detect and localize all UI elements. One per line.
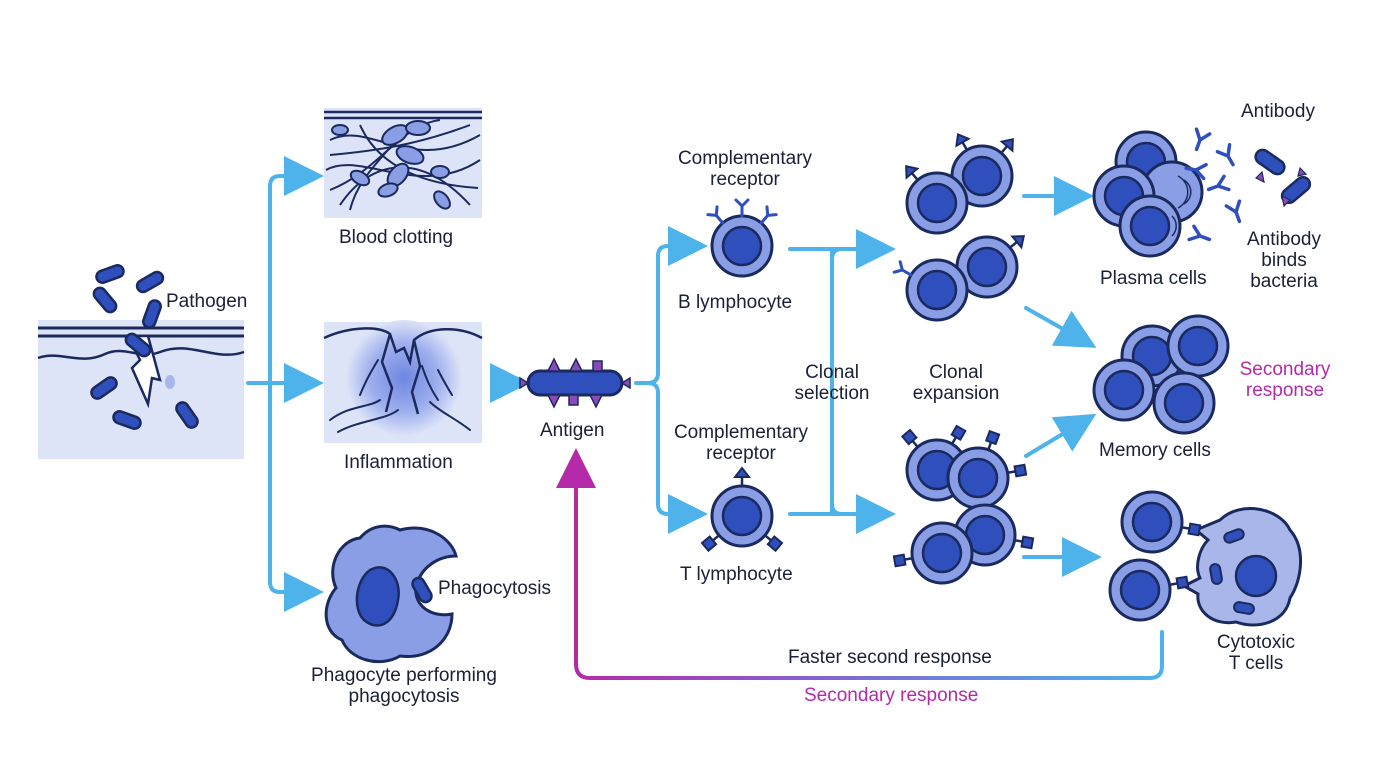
- antibody-label: Antibody: [1241, 101, 1315, 122]
- faster-second-response-label: Faster second response: [788, 647, 992, 668]
- complementary-b-line2: receptor: [710, 169, 780, 190]
- complementary-t-line2: receptor: [706, 443, 776, 464]
- phagocyte-caption-line2: phagocytosis: [348, 686, 460, 707]
- phagocytosis-label: Phagocytosis: [438, 578, 552, 599]
- clonal-selection-label: Clonal selection: [786, 362, 878, 404]
- pathogen-bacteria: [90, 264, 199, 430]
- cytotoxic-t-cells-label: Cytotoxic T cells: [1204, 632, 1308, 674]
- t-lymphocyte-cell: [700, 466, 784, 552]
- cytotoxic-t-cells: [1108, 490, 1202, 622]
- inflammation-panel: [323, 320, 483, 443]
- secondary-response-loop: [556, 448, 1164, 680]
- clonal-selection-line2: selection: [794, 383, 870, 404]
- antibody-binds-line1: Antibody: [1247, 229, 1321, 250]
- secondary-response-side-line2: response: [1245, 380, 1325, 401]
- complementary-b-line1: Complementary: [677, 148, 813, 169]
- antibody-binds-bacteria-label: Antibody binds bacteria: [1236, 229, 1332, 292]
- phagocyte-caption: Phagocyte performing phagocytosis: [296, 665, 512, 707]
- blood-clotting-label: Blood clotting: [339, 227, 454, 248]
- branch-arrows-wound: [246, 156, 324, 612]
- secondary-response-side-line1: Secondary: [1239, 359, 1331, 380]
- memory-cells: [1092, 314, 1230, 435]
- pathogen-label: Pathogen: [166, 291, 248, 312]
- complementary-receptor-t-label: Complementary receptor: [660, 422, 822, 464]
- cytotoxic-line1: Cytotoxic: [1216, 632, 1296, 653]
- clonal-expansion-line1: Clonal: [929, 362, 983, 383]
- plasma-cells: [1092, 130, 1204, 258]
- antibody-binds-line3: bacteria: [1250, 271, 1318, 292]
- b-clone-cluster: [892, 129, 1030, 322]
- clonal-selection-arrows: [788, 229, 896, 534]
- phagocyte-caption-line1: Phagocyte performing: [311, 665, 497, 686]
- complementary-t-line1: Complementary: [673, 422, 809, 443]
- b-lymphocyte-label: B lymphocyte: [678, 292, 793, 313]
- expansion-output-arrows: [1022, 176, 1102, 577]
- plasma-cells-label: Plasma cells: [1100, 268, 1207, 289]
- complementary-receptor-b-label: Complementary receptor: [664, 148, 826, 190]
- inflammation-label: Inflammation: [344, 452, 453, 473]
- t-lymphocyte-label: T lymphocyte: [680, 564, 793, 585]
- clonal-expansion-label: Clonal expansion: [904, 362, 1008, 404]
- b-lymphocyte-cell: [706, 198, 778, 278]
- clonal-expansion-line2: expansion: [912, 383, 1000, 404]
- infected-target-cell: [1180, 507, 1303, 627]
- secondary-response-side-label: Secondary response: [1232, 359, 1338, 401]
- phagocyte-cell: [324, 524, 458, 664]
- blood-clotting-panel: [324, 108, 482, 218]
- memory-cells-label: Memory cells: [1099, 440, 1211, 461]
- t-clone-cluster: [892, 424, 1035, 585]
- antibody-bound-bacteria: [1254, 148, 1312, 208]
- antibody-binds-line2: binds: [1261, 250, 1307, 271]
- antigen-shape: [519, 357, 631, 409]
- cytotoxic-line2: T cells: [1228, 653, 1284, 674]
- clonal-selection-line1: Clonal: [805, 362, 859, 383]
- secondary-response-bottom-label: Secondary response: [804, 685, 979, 706]
- branch-arrows-antigen: [634, 226, 708, 534]
- antigen-label: Antigen: [540, 420, 605, 441]
